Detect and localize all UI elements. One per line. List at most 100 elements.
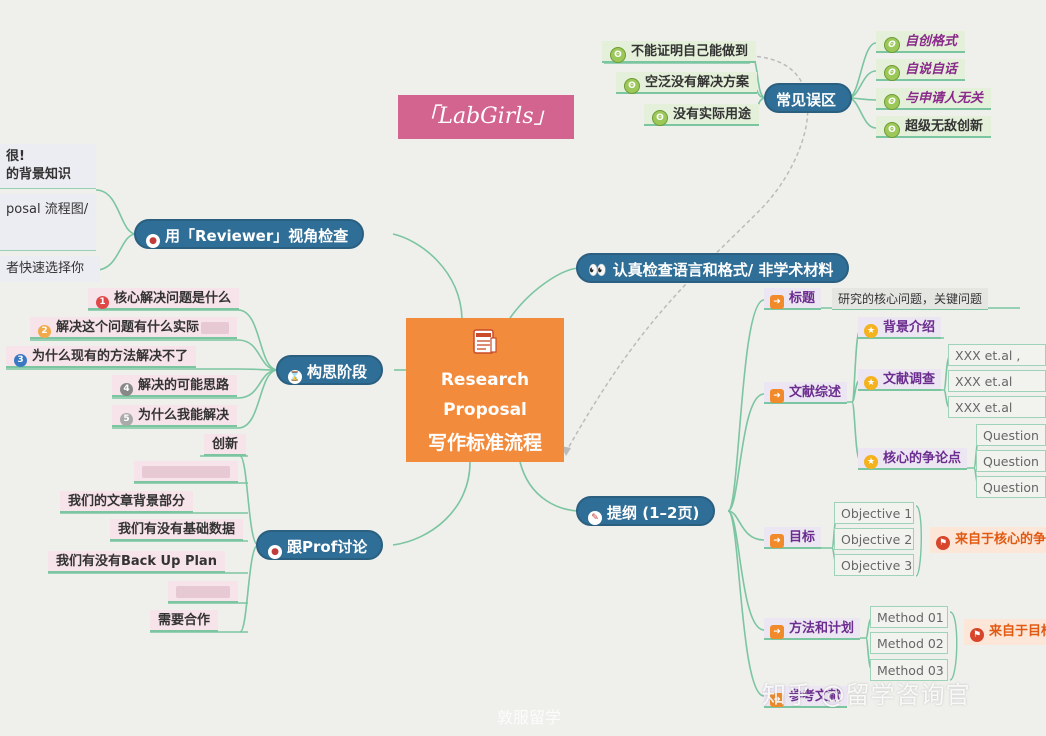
node-language-check[interactable]: 👀认真检查语言和格式/ 非学术材料 xyxy=(576,253,850,283)
goal-objective-1-text: Objective 1 xyxy=(841,506,913,521)
arrow-right-icon: ➜ xyxy=(770,534,784,548)
node-concept[interactable]: ⌛ 构思阶段 xyxy=(276,355,384,385)
central-topic[interactable]: Research Proposal 写作标准流程 xyxy=(406,318,564,462)
emoji-icon: ʘ xyxy=(652,110,668,126)
outline-literature-label: 文献综述 xyxy=(789,385,842,400)
mistake-right-1-text: 自创格式 xyxy=(905,34,958,49)
prof-child-4[interactable]: 我们有没有基础数据 xyxy=(110,519,244,541)
arrow-right-icon: ➜ xyxy=(770,389,784,403)
literature-ref-3[interactable]: XXX et.al xyxy=(948,396,1046,418)
literature-debate[interactable]: ★ 核心的争论点 xyxy=(858,448,968,470)
prof-child-6[interactable] xyxy=(168,581,238,603)
reviewer-child-3[interactable]: posal 流程图/ xyxy=(0,194,96,250)
outline-literature[interactable]: ➜ 文献综述 xyxy=(764,382,848,404)
outline-references[interactable]: ➜参考文献 xyxy=(764,686,848,708)
outline-title[interactable]: ➜标题 xyxy=(764,288,822,310)
prof-child-3[interactable]: 我们的文章背景部分 xyxy=(60,491,194,513)
prof-child-1[interactable]: 创新 xyxy=(204,434,247,456)
mistake-left-1-text: 不能证明自己能做到 xyxy=(631,44,749,59)
reviewer-child-4-text: 者快速选择你 xyxy=(6,261,85,276)
outline-goals[interactable]: ➜目标 xyxy=(764,527,822,549)
person-icon: ● xyxy=(268,545,282,559)
mistake-left-3-text: 没有实际用途 xyxy=(673,107,752,122)
arrow-right-icon: ➜ xyxy=(770,625,784,639)
emoji-icon: ʘ xyxy=(610,47,626,63)
method-2[interactable]: Method 02 xyxy=(870,632,948,654)
node-common-mistakes[interactable]: 常见误区 xyxy=(764,83,853,113)
concept-child-4[interactable]: 4 解决的可能思路 xyxy=(112,375,238,397)
goal-objective-3[interactable]: Objective 3 xyxy=(834,554,914,576)
literature-debate-text: 核心的争论点 xyxy=(883,451,962,466)
literature-survey[interactable]: ★文献调查 xyxy=(858,369,942,391)
concept-child-4-text: 解决的可能思路 xyxy=(138,378,230,393)
node-concept-label: 构思阶段 xyxy=(307,363,368,381)
mistake-right-2-text: 自说自话 xyxy=(905,62,958,77)
mistake-left-3[interactable]: ʘ 没有实际用途 xyxy=(644,104,760,126)
emoji-icon: ʘ xyxy=(884,94,900,110)
concept-child-2-text: 解决这个问题有什么实际 xyxy=(56,320,200,335)
outline-methods-label: 方法和计划 xyxy=(789,621,855,636)
reviewer-child-2-text: 的背景知识 xyxy=(6,167,72,182)
flag-icon: ⚑ xyxy=(970,628,984,642)
method-3[interactable]: Method 03 xyxy=(870,659,948,681)
outline-methods[interactable]: ➜ 方法和计划 xyxy=(764,618,861,640)
center-line-1: Research xyxy=(440,370,530,390)
hourglass-icon: ⌛ xyxy=(288,370,302,384)
goal-source-text: 来自于核心的争 xyxy=(955,532,1046,547)
method-1-text: Method 01 xyxy=(877,610,944,625)
star-icon: ★ xyxy=(864,455,878,469)
mistake-left-1[interactable]: ʘ 不能证明自己能做到 xyxy=(602,41,757,63)
debate-question-2-text: Question xyxy=(983,454,1039,469)
outline-title-desc[interactable]: 研究的核心问题，关键问题 xyxy=(832,288,989,310)
concept-child-2[interactable]: 2 解决这个问题有什么实际 xyxy=(30,317,238,339)
prof-child-2[interactable] xyxy=(134,461,238,483)
goal-objective-2-text: Objective 2 xyxy=(841,532,913,547)
method-2-text: Method 02 xyxy=(877,636,944,651)
method-3-text: Method 03 xyxy=(877,663,944,678)
bottom-watermark: 敦服留学 xyxy=(497,708,562,727)
prof-child-1-text: 创新 xyxy=(212,437,239,452)
method-source[interactable]: ⚑来自于目标 xyxy=(964,619,1046,645)
node-outline[interactable]: ✎提纲 (1–2页) xyxy=(576,496,716,526)
literature-ref-2-text: XXX et.al xyxy=(955,374,1013,389)
star-icon: ★ xyxy=(864,376,878,390)
number-4-icon: 4 xyxy=(120,383,133,396)
person-icon: ● xyxy=(146,234,160,248)
method-1[interactable]: Method 01 xyxy=(870,606,948,628)
reviewer-child-4[interactable]: 者快速选择你 xyxy=(0,256,100,282)
number-2-icon: 2 xyxy=(38,325,51,338)
document-icon xyxy=(473,329,497,354)
debate-question-2[interactable]: Question xyxy=(976,450,1046,472)
literature-ref-2[interactable]: XXX et.al xyxy=(948,370,1046,392)
node-language-label: 认真检查语言和格式/ 非学术材料 xyxy=(612,261,834,279)
reviewer-child-3-text: posal 流程图/ xyxy=(6,202,89,217)
node-outline-label: 提纲 (1–2页) xyxy=(607,504,700,522)
reviewer-child-1[interactable]: 很! 的背景知识 xyxy=(0,144,96,188)
literature-background[interactable]: ★背景介绍 xyxy=(858,317,942,339)
prof-child-5[interactable]: 我们有没有Back Up Plan xyxy=(48,551,225,573)
goal-source[interactable]: ⚑来自于核心的争 xyxy=(930,527,1046,553)
prof-child-4-text: 我们有没有基础数据 xyxy=(118,522,236,537)
goal-objective-1[interactable]: Objective 1 xyxy=(834,502,914,524)
outline-title-desc-text: 研究的核心问题，关键问题 xyxy=(838,292,983,306)
node-mistakes-label: 常见误区 xyxy=(776,91,837,109)
node-reviewer[interactable]: ●用「Reviewer」视角检查 xyxy=(134,219,365,249)
star-icon: ★ xyxy=(864,324,878,338)
debate-question-3[interactable]: Question xyxy=(976,476,1046,498)
number-1-icon: 1 xyxy=(96,296,109,309)
goal-objective-2[interactable]: Objective 2 xyxy=(834,528,914,550)
node-prof[interactable]: ●跟Prof讨论 xyxy=(256,530,384,560)
debate-question-1[interactable]: Question xyxy=(976,424,1046,446)
literature-ref-1[interactable]: XXX et.al , xyxy=(948,344,1046,366)
prof-child-7-text: 需要合作 xyxy=(158,613,211,628)
prof-child-7[interactable]: 需要合作 xyxy=(150,610,219,632)
